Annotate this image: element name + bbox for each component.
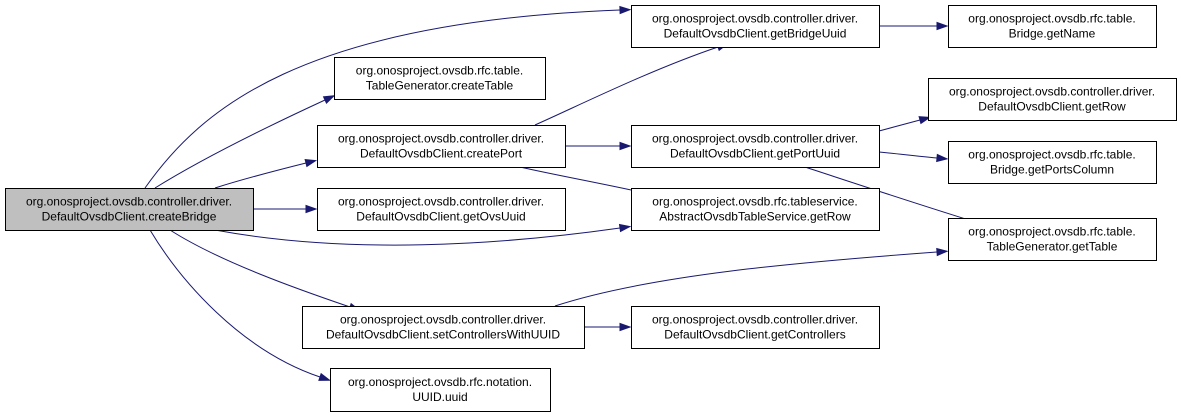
node-setControllersWithUUID[interactable]: org.onosproject.ovsdb.controller.driver.… [302,306,585,349]
edge-getPortUuid-to-getPortsColumn [878,151,949,163]
arrowhead-icon [305,204,318,214]
edge-createBridge-to-abstractGetRow [214,223,632,246]
edge-line [804,166,986,226]
node-getControllers[interactable]: org.onosproject.ovsdb.controller.driver.… [631,306,880,349]
edge-createBridge-to-uuid [149,229,331,381]
node-package-label: org.onosproject.ovsdb.rfc.table. [968,225,1135,239]
node-createTable[interactable]: org.onosproject.ovsdb.rfc.table.TableGen… [334,57,546,100]
node-package-label: org.onosproject.ovsdb.controller.driver. [338,195,544,209]
edge-createPort-to-getPortUuid [565,141,632,151]
node-createBridge[interactable]: org.onosproject.ovsdb.controller.driver.… [5,188,254,231]
node-method-label: Bridge.getPortsColumn [990,163,1114,177]
node-method-label: UUID.uuid [412,390,467,404]
edge-setControllersWithUUID-to-getTable [554,247,949,307]
arrowhead-icon [318,372,331,381]
node-method-label: DefaultOvsdbClient.createBridge [42,210,217,224]
node-method-label: DefaultOvsdbClient.getBridgeUuid [664,27,847,41]
edge-line [214,227,621,246]
arrowhead-icon [304,159,318,168]
node-package-label: org.onosproject.ovsdb.controller.driver. [652,132,858,146]
node-method-label: DefaultOvsdbClient.getOvsUuid [356,210,525,224]
node-package-label: org.onosproject.ovsdb.rfc.table. [968,148,1135,162]
arrowhead-icon [619,5,632,15]
arrowhead-icon [619,141,632,151]
node-package-label: org.onosproject.ovsdb.controller.driver. [652,12,858,26]
node-method-label: DefaultOvsdbClient.getRow [978,100,1126,114]
edge-getPortUuid-to-clientGetRow [878,116,932,132]
node-clientGetRow[interactable]: org.onosproject.ovsdb.controller.driver.… [928,78,1177,121]
arrowhead-icon [619,322,632,332]
edge-createPort-to-getBridgeUuid [534,43,729,126]
node-package-label: org.onosproject.ovsdb.rfc.notation. [348,375,532,389]
arrowhead-icon [918,116,932,125]
node-uuid[interactable]: org.onosproject.ovsdb.rfc.notation.UUID.… [330,368,551,412]
node-method-label: DefaultOvsdbClient.getPortUuid [670,147,840,161]
node-getName[interactable]: org.onosproject.ovsdb.rfc.table.Bridge.g… [948,5,1157,48]
edge-line [534,46,719,126]
node-method-label: AbstractOvsdbTableService.getRow [659,210,851,224]
node-getTable[interactable]: org.onosproject.ovsdb.rfc.table.TableGen… [948,218,1157,261]
arrowhead-icon [936,247,949,257]
edge-line [878,119,921,132]
node-method-label: Bridge.getName [1009,27,1096,41]
node-package-label: org.onosproject.ovsdb.controller.driver. [949,85,1155,99]
node-package-label: org.onosproject.ovsdb.controller.driver. [652,313,858,327]
node-package-label: org.onosproject.ovsdb.rfc.table. [968,12,1135,26]
node-box[interactable] [631,306,880,349]
node-package-label: org.onosproject.ovsdb.controller.driver. [340,313,546,327]
edge-createBridge-to-getOvsUuid [248,204,318,214]
node-box[interactable] [317,125,566,168]
arrowhead-icon [618,223,632,233]
arrowhead-icon [322,95,336,105]
edges-layer [144,5,997,381]
node-box[interactable] [631,125,880,168]
edge-line [149,229,321,378]
edge-createBridge-to-createTable [154,95,336,189]
node-box[interactable] [948,141,1157,184]
node-getPortUuid[interactable]: org.onosproject.ovsdb.controller.driver.… [631,125,880,168]
node-box[interactable] [948,5,1157,48]
node-package-label: org.onosproject.ovsdb.rfc.tableservice. [652,195,857,209]
nodes-layer: org.onosproject.ovsdb.controller.driver.… [5,5,1177,412]
node-abstractGetRow[interactable]: org.onosproject.ovsdb.rfc.tableservice.A… [631,188,880,231]
arrowhead-icon [936,21,949,31]
node-box[interactable] [5,188,254,231]
node-package-label: org.onosproject.ovsdb.rfc.table. [356,64,523,78]
edge-line [169,229,351,308]
node-getBridgeUuid[interactable]: org.onosproject.ovsdb.controller.driver.… [631,5,880,48]
edge-line [878,151,938,159]
node-method-label: DefaultOvsdbClient.getControllers [664,328,845,342]
edge-createBridge-to-createPort [214,159,318,189]
node-box[interactable] [631,5,880,48]
node-method-label: DefaultOvsdbClient.setControllersWithUUI… [326,328,560,342]
node-getOvsUuid[interactable]: org.onosproject.ovsdb.controller.driver.… [317,188,566,231]
node-box[interactable] [302,306,585,349]
node-package-label: org.onosproject.ovsdb.controller.driver. [338,132,544,146]
edge-line [554,251,938,307]
node-box[interactable] [948,218,1157,261]
edge-createBridge-to-getBridgeUuid [144,5,632,189]
node-box[interactable] [631,188,880,231]
node-box[interactable] [330,368,551,412]
edge-getBridgeUuid-to-getName [879,21,949,31]
node-getPortsColumn[interactable]: org.onosproject.ovsdb.rfc.table.Bridge.g… [948,141,1157,184]
node-method-label: DefaultOvsdbClient.createPort [360,147,523,161]
node-box[interactable] [317,188,566,231]
edge-line [144,9,621,189]
node-box[interactable] [928,78,1177,121]
edge-line [154,99,326,189]
node-createPort[interactable]: org.onosproject.ovsdb.controller.driver.… [317,125,566,168]
node-method-label: TableGenerator.getTable [987,240,1118,254]
edge-createBridge-to-setControllersWithUUID [169,229,361,311]
node-package-label: org.onosproject.ovsdb.controller.driver. [26,195,232,209]
node-method-label: TableGenerator.createTable [366,79,514,93]
edge-line [519,166,646,194]
arrowhead-icon [936,153,949,163]
edge-line [214,162,307,189]
node-box[interactable] [334,57,546,100]
edge-setControllersWithUUID-to-getControllers [584,322,632,332]
